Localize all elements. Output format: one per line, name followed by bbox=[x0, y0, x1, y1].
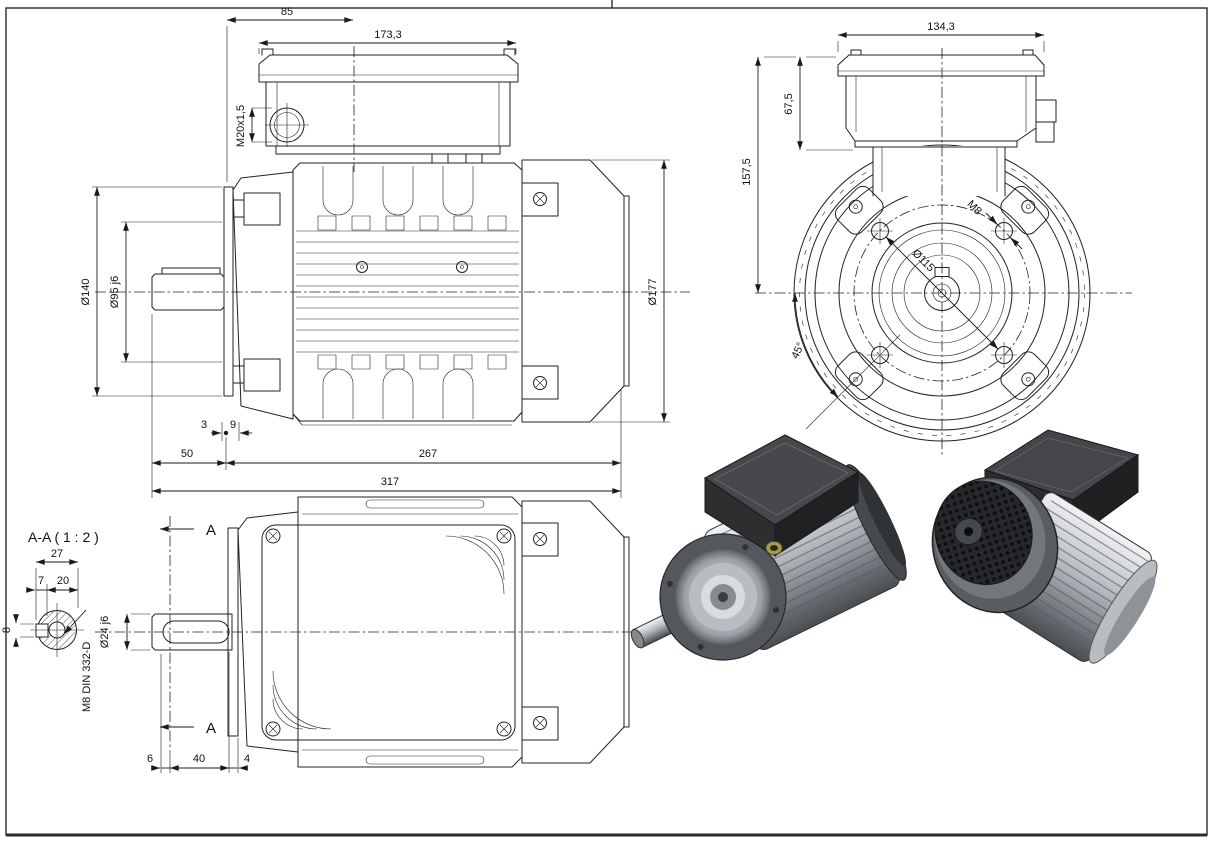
terminal-box-front bbox=[837, 49, 1057, 197]
cooling-fins bbox=[296, 230, 519, 353]
dim-317: 317 bbox=[381, 476, 399, 488]
shaft-top bbox=[151, 613, 233, 651]
render1-terminal-box bbox=[704, 434, 860, 557]
dim-85: 85 bbox=[281, 6, 293, 18]
mounting-ears bbox=[834, 185, 1050, 401]
dim-8: 8 bbox=[1, 627, 13, 633]
render-rear-iso bbox=[931, 429, 1158, 664]
top-view: A A Ø24 j6 6 40 4 bbox=[95, 496, 690, 773]
flange-disc bbox=[223, 186, 234, 397]
dim-m8-din-332-d: M8 DIN 332-D bbox=[81, 642, 93, 712]
section-view-aa: A-A ( 1 : 2 ) 27 7 20 8 M8 DIN 332-D bbox=[1, 529, 99, 712]
render-front-iso bbox=[630, 434, 907, 661]
dim-173-3: 173,3 bbox=[374, 29, 402, 41]
bolt-holes bbox=[867, 218, 1017, 368]
section-title: A-A ( 1 : 2 ) bbox=[28, 529, 99, 545]
dim-m20x1-5: M20x1,5 bbox=[235, 105, 247, 147]
dim-7: 7 bbox=[38, 575, 44, 587]
dim-dia140: Ø140 bbox=[80, 279, 92, 306]
dim-50: 50 bbox=[181, 448, 193, 460]
dim-134-3: 134,3 bbox=[927, 21, 955, 33]
render2-grille bbox=[934, 480, 1033, 586]
fan-cover-top bbox=[521, 500, 630, 764]
dim-267: 267 bbox=[419, 448, 437, 460]
section-arrow-label-a-top: A bbox=[206, 522, 216, 539]
dim-20: 20 bbox=[57, 575, 69, 587]
dim-dia177: Ø177 bbox=[647, 279, 659, 306]
dim-27: 27 bbox=[51, 548, 63, 560]
face-plate bbox=[261, 524, 516, 741]
dim-dia115: Ø115 bbox=[910, 247, 937, 274]
side-view: 85 173,3 M20x1,5 Ø140 Ø95 j6 Ø177 3 9 50… bbox=[80, 6, 690, 498]
dim-40: 40 bbox=[193, 753, 205, 765]
dim-45deg: 45° bbox=[789, 341, 807, 361]
dim-9: 9 bbox=[230, 419, 236, 431]
dim-m8: M8 bbox=[964, 198, 983, 217]
dim-dia24-j6: Ø24 j6 bbox=[99, 616, 111, 648]
keyway-section bbox=[35, 623, 49, 638]
sheet-frame bbox=[5, 0, 1208, 837]
front-view: 134,3 67,5 157,5 Ø115 M8 45° bbox=[741, 21, 1132, 455]
fan-cover bbox=[521, 159, 630, 423]
dim-67-5: 67,5 bbox=[783, 93, 795, 114]
dim-4: 4 bbox=[244, 753, 250, 765]
dim-dia95-j6: Ø95 j6 bbox=[109, 276, 121, 308]
corner-screws bbox=[265, 528, 512, 737]
dim-3: 3 bbox=[201, 419, 207, 431]
render2-fan-cowl bbox=[931, 476, 1059, 614]
dim-6: 6 bbox=[147, 753, 153, 765]
dim-157-5: 157,5 bbox=[741, 158, 753, 186]
keyway-slot bbox=[162, 620, 230, 644]
section-arrow-label-a-bottom: A bbox=[206, 720, 216, 737]
